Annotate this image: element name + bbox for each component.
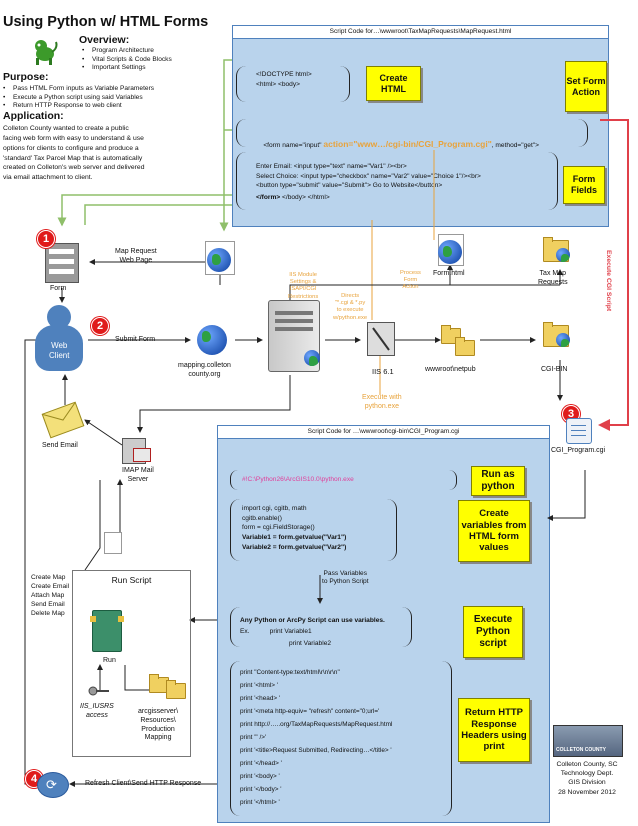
code-form-close: </form> </body> </html> <box>256 194 330 201</box>
code-block-form <box>236 119 588 147</box>
code-block-variables <box>230 499 397 561</box>
code-shebang: #!C:\Python26\ArcGIS10.0\python.exe <box>242 476 354 483</box>
list-item: Important Settings <box>82 64 172 73</box>
attachment-doc-icon <box>104 532 122 554</box>
iis-icon <box>367 322 395 356</box>
form-html-label: Form.html <box>433 270 465 277</box>
list-item: Execute a Python script using said Varia… <box>3 94 154 103</box>
cgi-bin-label: CGI-BIN <box>541 366 568 373</box>
map-request-web-page-label: Map Request Web Page <box>115 248 157 264</box>
callout-create-variables: Create variables from HTML form values <box>458 500 530 562</box>
list-item: Return HTTP Response to web client <box>3 102 154 111</box>
execute-with-python-label: Execute with python.exe <box>362 394 402 410</box>
code-block-script <box>230 607 412 647</box>
process-form-action-label: Process Form Action <box>400 270 421 291</box>
callout-return-http: Return HTTP Response Headers using print <box>458 698 530 762</box>
mail-icon <box>133 448 151 462</box>
run-script-steps: Create Map Create Email Attach Map Send … <box>31 574 70 617</box>
cgi-script-icon <box>566 418 592 444</box>
code-block-shebang <box>230 470 457 490</box>
refresh-client-label: Refresh Client\Send HTTP Response <box>85 780 202 787</box>
web-server-globe-icon <box>197 325 227 355</box>
server-globe-icon <box>304 350 320 366</box>
cgi-program-label: CGI_Program.cgi <box>551 447 606 454</box>
form-label: Form <box>50 285 67 292</box>
code-script-line1: Any Python or ArcPy Script can use varia… <box>240 617 385 624</box>
callout-set-form-action: Set Form Action <box>565 61 607 112</box>
code-html-head: <!DOCTYPE html> <html> <body> <box>256 71 312 88</box>
page-title: Using Python w/ HTML Forms <box>3 14 209 30</box>
code-script-line3: print Variable2 <box>289 640 332 647</box>
purpose-title: Purpose: <box>3 71 49 83</box>
tax-map-requests-label: Tax Map Requests <box>538 270 568 286</box>
python-logo-icon <box>32 38 58 66</box>
application-title: Application: <box>3 110 64 122</box>
run-script-panel: Run Script <box>72 570 191 757</box>
callout-run-as-python: Run as python <box>471 466 525 496</box>
globe-icon <box>207 248 231 272</box>
mapping-server-label: mapping.colleton county.org <box>178 362 231 378</box>
code-script-line2: Ex. print Variable1 <box>240 628 312 635</box>
directs-label: Directs "*.cgi & *.py to execute w/pytho… <box>333 293 368 321</box>
callout-execute-python: Execute Python script <box>463 606 523 658</box>
code-block-print <box>230 661 452 816</box>
iis-settings-label: IIS Module Settings & ISAPI/CGI Restrict… <box>288 272 319 300</box>
form-action-url: action="www…/cgi-bin/CGI_Program.cgi" <box>323 138 492 149</box>
footer-credit: Colleton County, SC Technology Dept. GIS… <box>556 761 618 796</box>
pass-variables-label: Pass Variables to Python Script <box>322 570 369 586</box>
panel-title: Script Code for …\wwwroot\cgi-bin\CGI_Pr… <box>218 426 549 439</box>
execute-cgi-script-label: Execute CGI Script <box>605 250 612 312</box>
list-item: Program Architecture <box>82 47 172 56</box>
application-text: Colleton County wanted to create a publi… <box>3 125 145 182</box>
refresh-icon: ⟳ <box>37 772 69 798</box>
code-print-lines: print "Content-type:text/html\r\n\r\n" p… <box>240 669 393 806</box>
overview-list: Program Architecture Vital Scripts & Cod… <box>82 47 172 73</box>
panel-title: Script Code for…\wwwroot\TaxMapRequests\… <box>233 26 608 39</box>
step-2-badge: 2 <box>91 317 109 335</box>
colleton-county-logo: COLLETON COUNTY <box>553 725 623 757</box>
code-variables: import cgi, cgitb, math cgitb.enable() f… <box>242 505 315 532</box>
iis-label: IIS 6.1 <box>372 367 394 376</box>
list-item: Pass HTML Form inputs as Variable Parame… <box>3 85 154 94</box>
code-block-html <box>236 66 350 102</box>
globe-icon <box>556 248 570 262</box>
run-label: Run <box>103 657 116 664</box>
code-var1: Variable1 = form.getvalue("Var1") <box>242 534 347 541</box>
arcgisserver-label: arcgisserver\ Resources\ Production Mapp… <box>138 708 179 742</box>
submit-form-label: Submit Form <box>115 336 156 343</box>
purpose-list: Pass HTML Form inputs as Variable Parame… <box>3 85 154 111</box>
cgi-code-panel: Script Code for …\wwwroot\cgi-bin\CGI_Pr… <box>217 425 550 823</box>
globe-icon <box>438 240 462 264</box>
send-email-label: Send Email <box>42 442 78 449</box>
wwwroot-label: wwwroot\netpub <box>425 366 476 373</box>
html-code-panel: Script Code for…\wwwroot\TaxMapRequests\… <box>232 25 609 227</box>
code-block-fields <box>236 152 558 210</box>
callout-create-html: Create HTML <box>366 66 421 101</box>
code-form-fields: Enter Email: <input type="text" name="Va… <box>256 163 481 190</box>
arcgis-folder-icon <box>166 680 186 699</box>
wwwroot-folder-icon <box>455 337 475 356</box>
run-script-title: Run Script <box>111 575 152 585</box>
web-client-icon <box>33 305 87 373</box>
list-item: Vital Scripts & Code Blocks <box>82 56 172 65</box>
callout-form-fields: Form Fields <box>563 166 605 204</box>
globe-icon <box>556 333 570 347</box>
form-icon <box>45 243 79 283</box>
code-var2: Variable2 = form.getvalue("Var2") <box>242 544 347 551</box>
python-script-icon <box>90 610 124 652</box>
overview-title: Overview: <box>79 34 130 46</box>
imap-server-label: IMAP Mail Server <box>122 467 154 483</box>
web-client-label: Web Client <box>49 341 70 360</box>
code-form-line: <form name="input" action="www…/cgi-bin/… <box>263 138 539 149</box>
step-1-badge: 1 <box>37 230 55 248</box>
iis-iusrs-label: IIS_IUSRS access <box>80 703 114 719</box>
email-envelope-icon <box>41 401 85 439</box>
key-icon <box>88 683 110 696</box>
